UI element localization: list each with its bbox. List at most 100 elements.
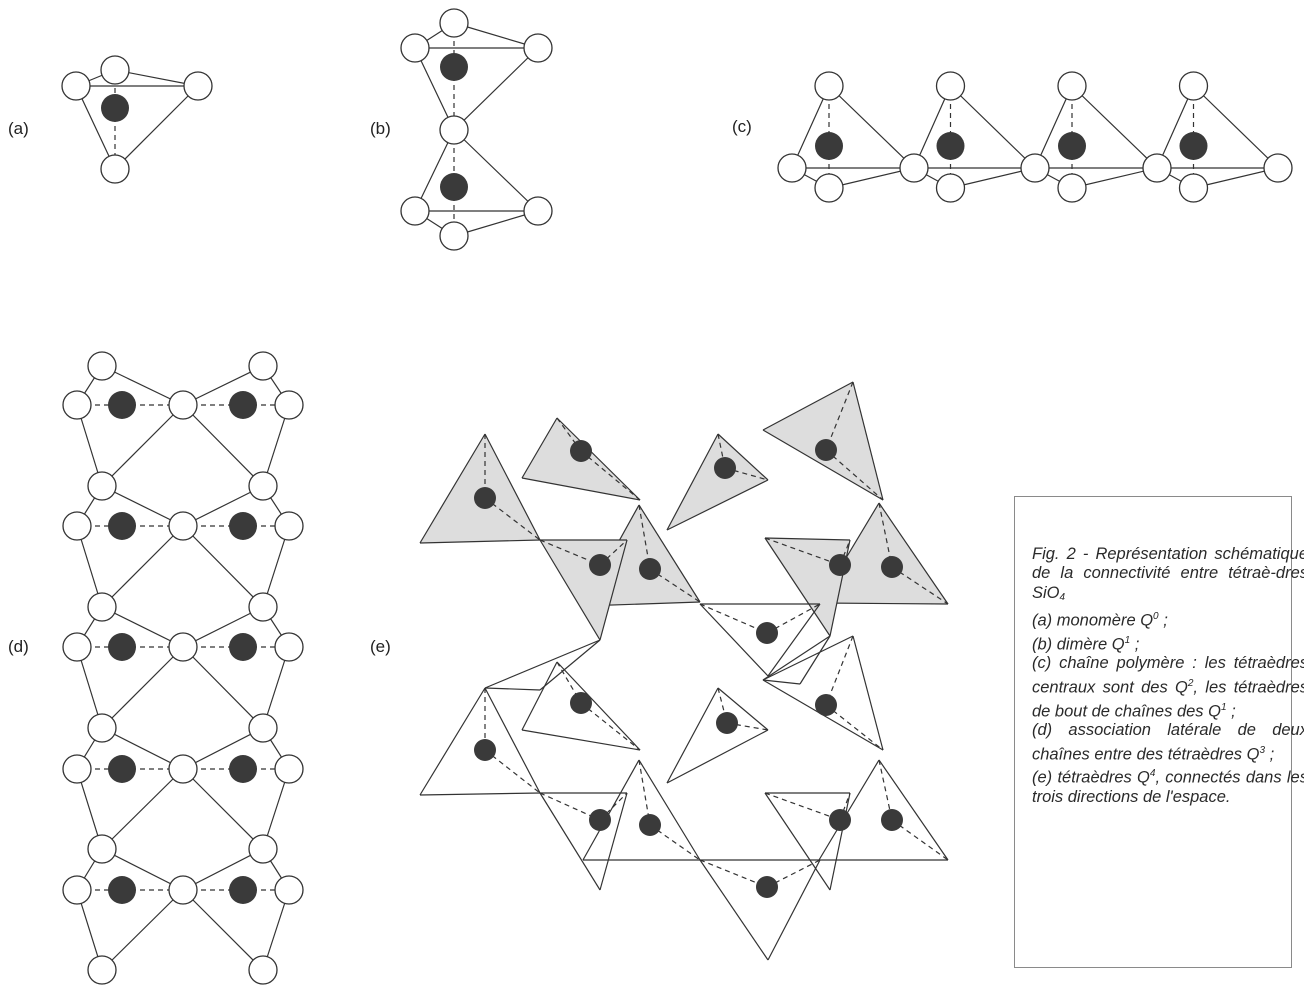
edge xyxy=(182,365,264,406)
silicon-atom xyxy=(815,439,837,461)
oxygen-atom xyxy=(62,875,92,905)
hidden-edge xyxy=(699,603,768,634)
hidden-edge xyxy=(484,749,541,794)
edge xyxy=(414,47,455,131)
label-e: (e) xyxy=(370,637,391,656)
edge xyxy=(182,848,264,891)
edge xyxy=(539,539,601,641)
double-chain-tetrahedra xyxy=(62,351,304,985)
face xyxy=(819,503,948,604)
oxygen-atom xyxy=(248,713,278,743)
edge xyxy=(764,537,851,541)
hidden-edge xyxy=(891,566,949,605)
oxygen-atom xyxy=(274,390,304,420)
oxygen-atom xyxy=(62,390,92,420)
edge xyxy=(419,687,486,796)
oxygen-atom xyxy=(400,196,430,226)
silicon-atom xyxy=(229,876,257,904)
edge xyxy=(717,433,769,481)
hidden-edge xyxy=(724,467,769,481)
edge xyxy=(764,792,831,891)
edge xyxy=(852,381,884,501)
hidden-edge xyxy=(825,635,854,706)
edge xyxy=(101,525,184,608)
oxygen-atom xyxy=(1178,173,1209,203)
edge xyxy=(878,759,949,861)
oxygen-atom xyxy=(87,713,117,743)
silicon-atom xyxy=(756,876,778,898)
hidden-edge xyxy=(556,417,582,452)
silicon-atom xyxy=(936,132,965,160)
edge xyxy=(75,85,116,170)
polymer-chain-tetrahedra xyxy=(777,71,1293,203)
oxygen-atom xyxy=(248,955,278,985)
edge xyxy=(182,606,264,648)
edge xyxy=(414,129,455,212)
edge xyxy=(1034,85,1073,169)
oxygen-atom xyxy=(899,153,929,183)
silicon-atom xyxy=(229,633,257,661)
silicon-atom xyxy=(881,556,903,578)
oxygen-atom xyxy=(1263,153,1293,183)
caption-item-d: (d) association latérale de deux chaînes… xyxy=(1032,721,1304,764)
edge xyxy=(764,537,831,637)
figure-caption: Fig. 2 - Représentation schématique de l… xyxy=(1032,545,1304,808)
edge xyxy=(101,848,184,891)
hidden-edge xyxy=(580,450,641,501)
edge xyxy=(114,85,199,170)
caption-title: Fig. 2 - Représentation schématique de l… xyxy=(1032,545,1304,603)
oxygen-atom xyxy=(935,71,966,101)
edge xyxy=(638,504,701,603)
monomer-q0-tetrahedron xyxy=(61,55,213,184)
oxygen-atom xyxy=(168,754,198,784)
oxygen-atom xyxy=(61,71,91,101)
oxygen-atom xyxy=(62,754,92,784)
caption-item-c: (c) chaîne polymère : les tétraèdres cen… xyxy=(1032,654,1304,721)
edge xyxy=(556,417,641,501)
caption-item-b: (b) dimère Q1 ; xyxy=(1032,634,1140,654)
oxygen-atom xyxy=(777,153,807,183)
edge xyxy=(182,525,264,608)
oxygen-atom xyxy=(274,632,304,662)
edge xyxy=(484,687,541,794)
edge xyxy=(791,85,830,169)
oxygen-atom xyxy=(439,8,469,38)
edge xyxy=(599,792,628,891)
edge xyxy=(699,603,769,677)
hidden-edge xyxy=(825,449,884,501)
silicon-atom xyxy=(589,554,611,576)
oxygen-atom xyxy=(168,511,198,541)
oxygen-atom xyxy=(100,55,130,85)
silicon-atom xyxy=(101,94,129,122)
silicon-atom xyxy=(440,173,468,201)
edge xyxy=(182,889,264,971)
hidden-edge xyxy=(699,859,768,888)
label-d: (d) xyxy=(8,637,29,656)
edge xyxy=(762,429,884,501)
edge xyxy=(521,729,641,751)
edge xyxy=(101,404,184,487)
silicon-atom xyxy=(229,391,257,419)
caption-item-e: (e) tétraèdres Q4, connectés dans les tr… xyxy=(1032,768,1304,807)
silicon-atom xyxy=(589,809,611,831)
silicon-atom xyxy=(881,809,903,831)
oxygen-atom xyxy=(523,33,553,63)
hidden-edge xyxy=(825,381,854,451)
oxygen-atom xyxy=(814,71,844,101)
edge xyxy=(453,47,539,131)
oxygen-atom xyxy=(274,511,304,541)
hidden-edge xyxy=(580,702,641,751)
hidden-edge xyxy=(484,497,541,541)
edge xyxy=(762,679,801,685)
silicon-atom xyxy=(570,692,592,714)
face xyxy=(667,434,768,530)
edge xyxy=(419,792,541,796)
silicon-atom xyxy=(474,487,496,509)
silicon-atom xyxy=(108,755,136,783)
edge xyxy=(453,129,539,212)
hidden-edge xyxy=(878,759,893,821)
silicon-atom xyxy=(108,512,136,540)
face xyxy=(765,538,850,636)
hidden-edge xyxy=(599,539,628,566)
